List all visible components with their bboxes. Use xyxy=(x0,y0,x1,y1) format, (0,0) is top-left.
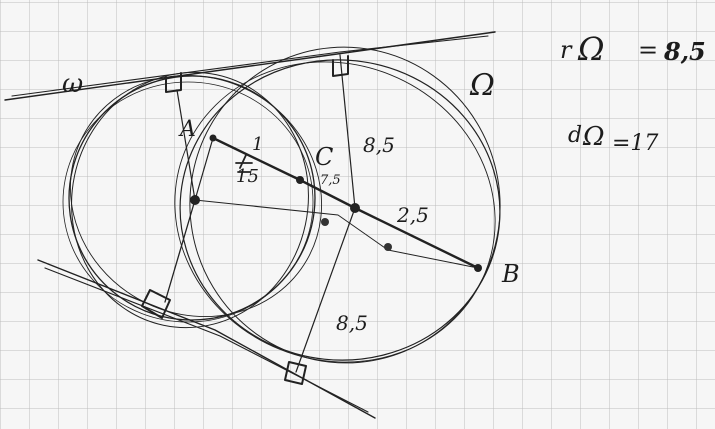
note-d-value: =17 xyxy=(612,131,658,156)
point-B xyxy=(474,264,482,272)
point-C xyxy=(296,176,304,184)
center-line xyxy=(194,199,479,269)
center-large-point xyxy=(350,203,360,213)
radius-note: r Ω = 8,5 xyxy=(560,30,706,68)
note-r-value: 8,5 xyxy=(663,37,706,66)
note-equals: = xyxy=(638,36,658,64)
note-d-Omega: Ω xyxy=(582,122,605,152)
label-length-C: 7,5 xyxy=(320,173,341,188)
label-length-bottom: 8,5 xyxy=(336,311,368,335)
chord-AB xyxy=(211,136,480,270)
construction-segments xyxy=(164,54,480,373)
right-angle-marks xyxy=(141,55,349,385)
circle-Omega xyxy=(174,46,501,364)
point-right-mid xyxy=(384,243,392,251)
label-length-right: 2,5 xyxy=(396,203,429,227)
points xyxy=(190,134,482,272)
radius-to-A xyxy=(194,137,214,201)
upper-tangent-line xyxy=(4,31,496,101)
note-r: r xyxy=(560,36,573,64)
label-length-AC: 1 xyxy=(252,134,263,155)
circle-omega xyxy=(62,71,323,329)
segment-center-bottom xyxy=(295,207,356,373)
label-Omega: Ω xyxy=(469,68,495,103)
label-omega: ω xyxy=(62,69,83,99)
radius-to-top-tangent xyxy=(176,89,196,201)
note-r-Omega: Ω xyxy=(577,30,605,68)
center-small-point xyxy=(190,195,200,205)
label-length-top: 8,5 xyxy=(363,133,395,157)
segment-top-center xyxy=(339,54,356,209)
label-B: B xyxy=(501,260,520,288)
label-A: A xyxy=(178,117,196,142)
point-A xyxy=(209,134,217,142)
diameter-note: d Ω =17 xyxy=(568,122,658,156)
radius-to-bottom-tangent xyxy=(164,199,196,303)
label-C: C xyxy=(315,143,333,171)
point-mid xyxy=(321,218,329,226)
label-length-15: 15 xyxy=(236,166,259,187)
note-d: d xyxy=(568,123,582,148)
